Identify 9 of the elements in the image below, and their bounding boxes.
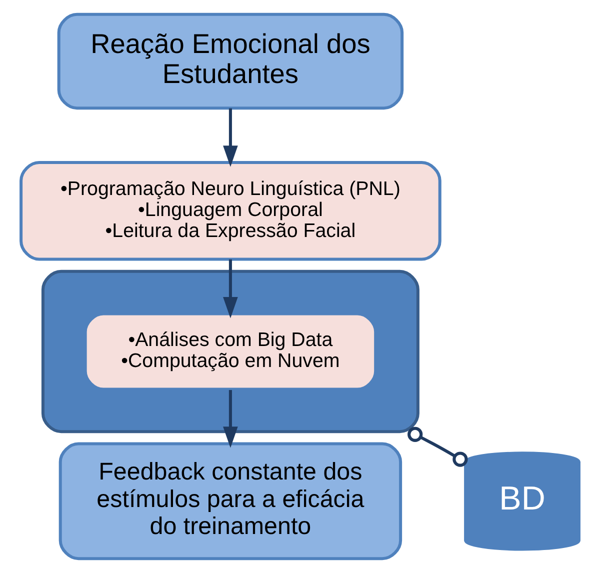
node-box: Feedback constante dos estímulos para a eficácia do treinamento: [58, 442, 402, 560]
node-box: •Análises com Big Data •Computação em Nuvem: [84, 312, 378, 391]
node-box: Reação Emocional dos Estudantes: [57, 12, 404, 110]
arrow: [223, 390, 238, 448]
arrow: [223, 108, 238, 167]
cluster: [41, 270, 420, 434]
node-box: •Programação Neuro Linguística (PNL) •Linguagem Corporal •Leitura da Expressão Facial: [20, 161, 442, 261]
connector: [408, 426, 468, 467]
arrow: [223, 259, 238, 318]
